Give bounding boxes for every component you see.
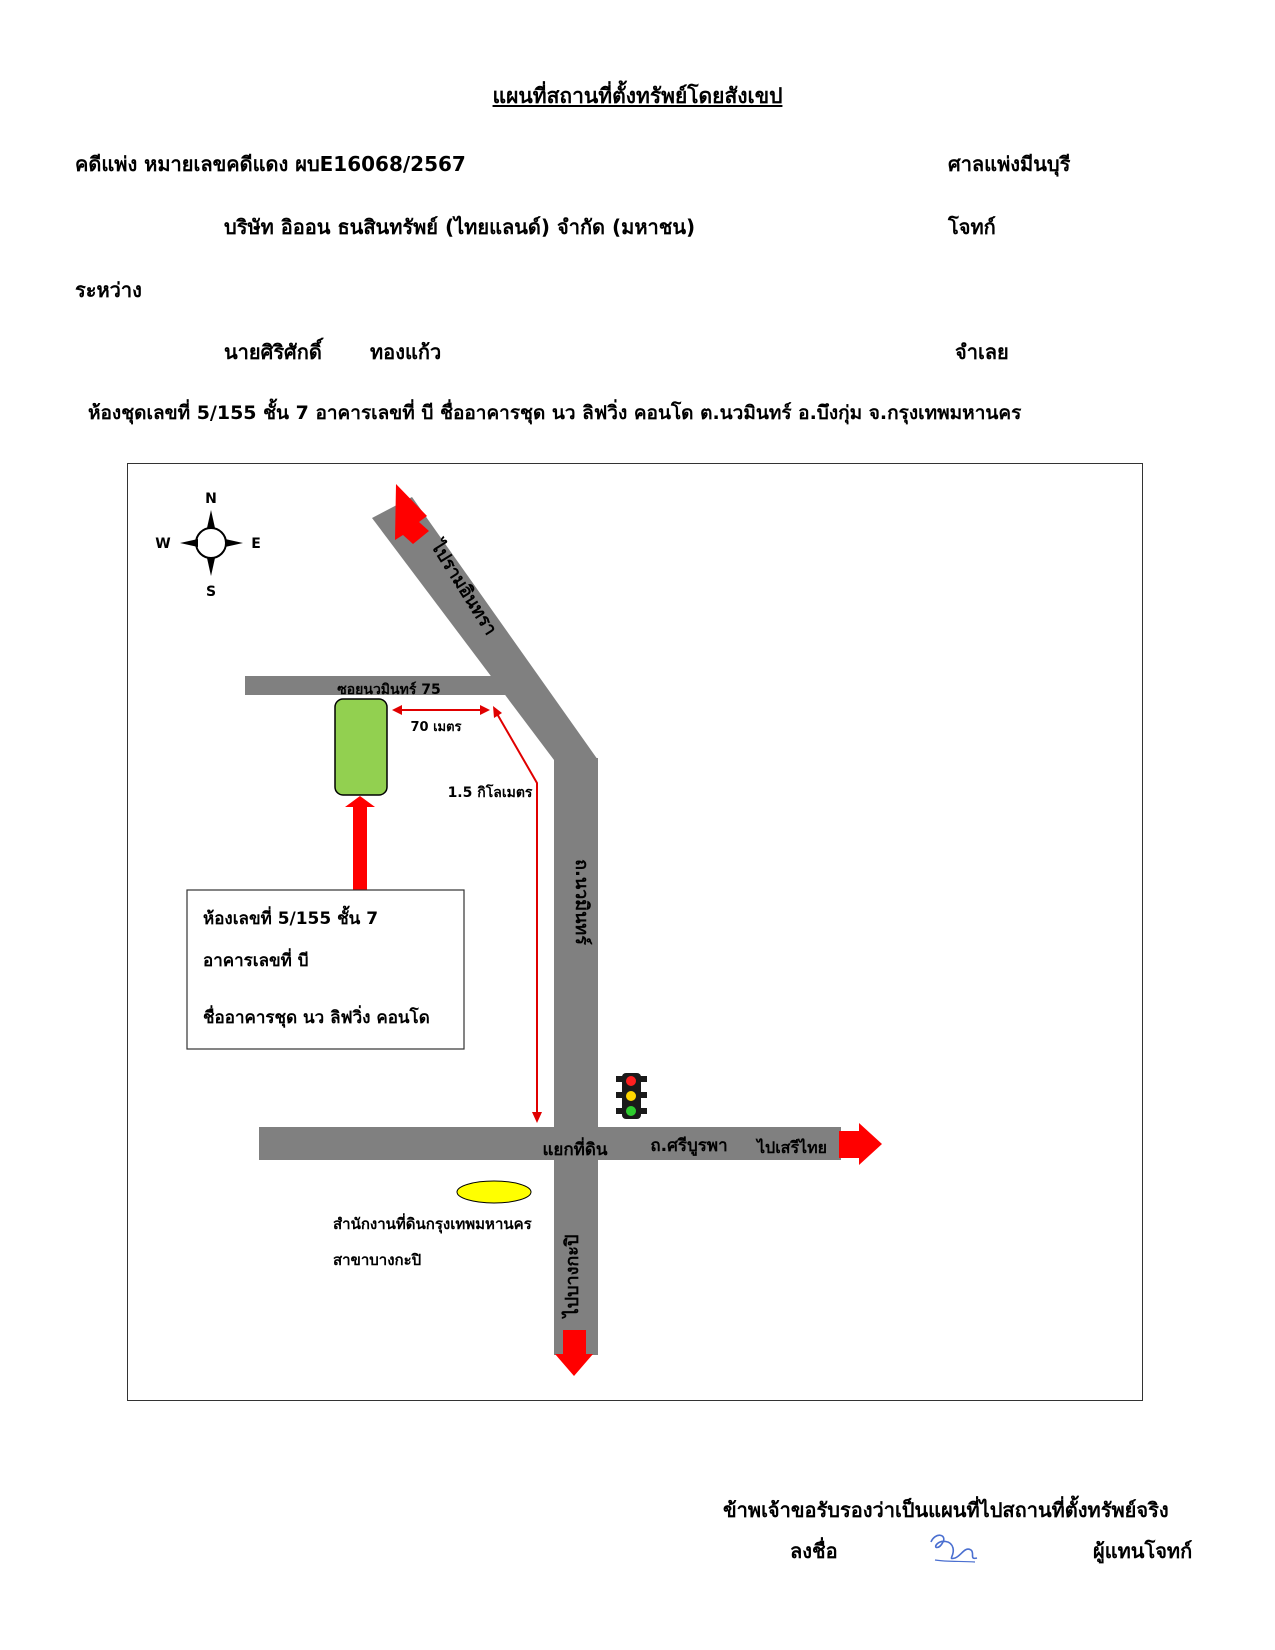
plaintiff-role: โจทก์	[948, 215, 996, 239]
land-office-branch: สาขาบางกะปิ	[333, 1251, 421, 1269]
property-callout-box	[186, 889, 465, 1050]
compass-n: N	[205, 491, 217, 507]
traffic-light-icon	[616, 1073, 647, 1119]
road-ramintra	[372, 497, 598, 760]
callout-room: ห้องเลขที่ 5/155 ชั้น 7	[203, 905, 378, 929]
road-soi-nawamin-75	[245, 676, 505, 695]
callout-condo-name: ชื่ออาคารชุด นว ลิฟวิ่ง คอนโด	[203, 1005, 430, 1028]
map-frame	[127, 463, 1143, 1401]
compass-e: E	[251, 536, 261, 552]
property-description: ห้องชุดเลขที่ 5/155 ชั้น 7 อาคารเลขที่ บ…	[88, 402, 1022, 424]
plaintiff-name: บริษัท อิออน ธนสินทรัพย์ (ไทยแลนด์) จำกั…	[224, 215, 696, 239]
label-to-bangkapi: ไปบางกะปิ	[561, 1235, 583, 1320]
arrow-to-building	[345, 796, 375, 890]
compass-rose-icon	[180, 510, 243, 576]
label-to-seri-thai: ไปเสรีไทย	[755, 1138, 827, 1157]
defendant-last-name: ทองแก้ว	[370, 340, 442, 364]
signer-role: ผู้แทนโจทก์	[1093, 1539, 1193, 1563]
label-soi-nawamin-75: ซอยนวมินทร์ 75	[337, 681, 440, 698]
road-nawamin	[554, 758, 598, 1355]
sign-label: ลงชื่อ	[790, 1539, 838, 1563]
signature	[930, 1534, 978, 1563]
distance-70m-line	[392, 705, 490, 715]
land-office-marker[interactable]	[456, 1180, 532, 1204]
arrow-to-seri-thai	[839, 1123, 882, 1165]
arrow-to-bangkapi	[555, 1330, 593, 1376]
label-road-nawamin: ถ.นวมินทร์	[571, 859, 593, 945]
roads	[245, 497, 841, 1355]
distance-1-5km-line	[493, 706, 542, 1123]
between-label: ระหว่าง	[75, 278, 142, 302]
label-70m: 70 เมตร	[410, 720, 461, 735]
label-1-5km: 1.5 กิโลเมตร	[448, 783, 533, 801]
case-number: คดีแพ่ง หมายเลขคดีแดง ผบE16068/2567	[75, 152, 466, 176]
compass-w: W	[155, 536, 170, 552]
callout-building: อาคารเลขที่ บี	[203, 948, 309, 971]
defendant-first-name: นายศิริศักดิ์	[224, 340, 322, 364]
label-road-sriburapha: ถ.ศรีบูรพา	[650, 1135, 727, 1157]
page-title: แผนที่สถานที่ตั้งทรัพย์โดยสังเขป	[492, 84, 783, 108]
road-sriburapha	[259, 1127, 841, 1160]
label-junction: แยกที่ดิน	[542, 1137, 607, 1160]
arrow-to-ramintra	[395, 484, 429, 544]
condo-building[interactable]	[334, 698, 388, 796]
defendant-role: จำเลย	[955, 340, 1009, 364]
land-office-name: สำนักงานที่ดินกรุงเทพมหานคร	[333, 1213, 533, 1234]
certification-text: ข้าพเจ้าขอรับรองว่าเป็นแผนที่ไปสถานที่ตั…	[723, 1498, 1169, 1522]
compass-s: S	[206, 584, 216, 600]
court-name: ศาลแพ่งมีนบุรี	[948, 152, 1071, 176]
